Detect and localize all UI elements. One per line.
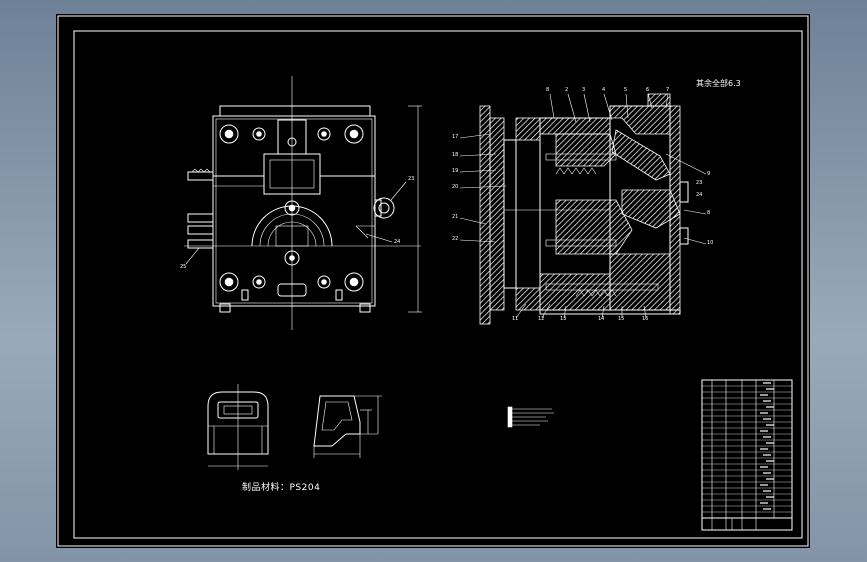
callout: 8 bbox=[546, 87, 550, 93]
angled-slide bbox=[611, 129, 671, 181]
callout: 6 bbox=[646, 87, 650, 93]
callout: 8 bbox=[707, 210, 711, 216]
callout: 4 bbox=[602, 87, 606, 93]
assembly-drawing bbox=[57, 15, 809, 547]
callout: 22 bbox=[452, 236, 459, 242]
callout: 7 bbox=[666, 87, 670, 93]
callout: 13 bbox=[560, 316, 567, 322]
callout: 14 bbox=[598, 316, 605, 322]
callout: 23 bbox=[696, 180, 703, 186]
callout: 17 bbox=[452, 134, 459, 140]
lifting-lug bbox=[373, 197, 395, 219]
callout: 16 bbox=[642, 316, 649, 322]
callout: 9 bbox=[707, 171, 711, 177]
section-view bbox=[459, 93, 707, 325]
material-note: 制品材料：PS204 bbox=[242, 483, 321, 493]
callout: 25 bbox=[180, 264, 187, 270]
callout: 11 bbox=[512, 316, 519, 322]
technical-requirements-block bbox=[507, 406, 554, 428]
cooling-connectors-left bbox=[187, 168, 214, 249]
callout: 24 bbox=[696, 192, 703, 198]
callout: 18 bbox=[452, 152, 459, 158]
callout: 23 bbox=[408, 176, 415, 182]
inner-border bbox=[73, 30, 803, 539]
callout: 2 bbox=[565, 87, 569, 93]
bill-of-materials bbox=[701, 379, 793, 531]
callout: 3 bbox=[582, 87, 586, 93]
outer-border bbox=[57, 15, 809, 547]
callout: 10 bbox=[707, 240, 714, 246]
callout: 24 bbox=[394, 239, 401, 245]
callout: 12 bbox=[538, 316, 545, 322]
surface-roughness-note: 其余全部6.3 bbox=[696, 79, 741, 88]
callout: 19 bbox=[452, 168, 459, 174]
part-front-view bbox=[207, 384, 269, 470]
plan-view bbox=[184, 76, 422, 330]
callout: 15 bbox=[618, 316, 625, 322]
drawing-sheet: 其余全部6.3 制品材料：PS204 8 2 3 4 5 6 7 9 8 10 … bbox=[56, 14, 810, 548]
callout: 21 bbox=[452, 214, 459, 220]
part-side-view bbox=[313, 395, 382, 458]
callout: 5 bbox=[624, 87, 628, 93]
callout: 20 bbox=[452, 184, 459, 190]
